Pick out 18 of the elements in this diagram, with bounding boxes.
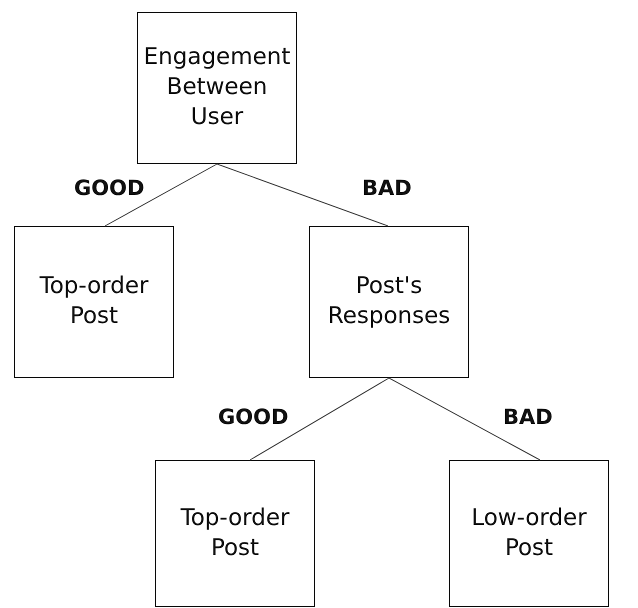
connector-line [104, 164, 218, 226]
process-box [137, 12, 297, 164]
box-label: Top-order Post [180, 504, 290, 562]
process-box [449, 460, 609, 607]
box-label: Engagement Between User [144, 43, 290, 132]
process-box [14, 226, 174, 378]
edge-label: GOOD [218, 405, 288, 429]
box-label: Post's Responses [326, 272, 452, 331]
process-box [155, 460, 315, 607]
connector-line [250, 378, 390, 460]
connector-line [388, 378, 540, 460]
box-label: Top-order Post [38, 272, 150, 331]
box-label: Low-order Post [470, 504, 588, 562]
process-box [309, 226, 469, 378]
edge-label: GOOD [74, 176, 144, 200]
edge-label: BAD [362, 176, 412, 200]
edge-label: BAD [503, 405, 553, 429]
connector-line [216, 164, 388, 226]
